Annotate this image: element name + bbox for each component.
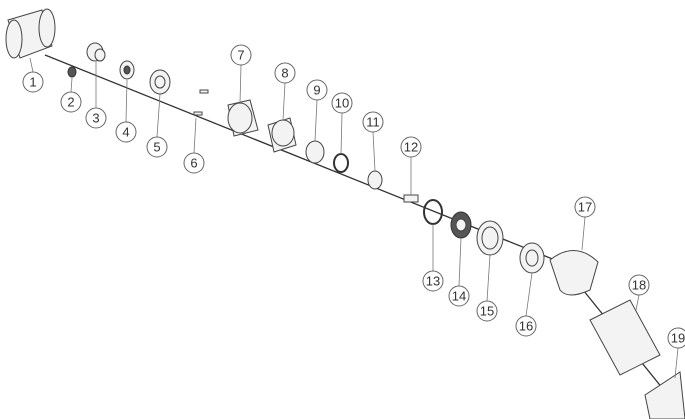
callout-5: 5 bbox=[146, 93, 168, 158]
leader-line bbox=[674, 347, 679, 379]
part-3-cap bbox=[86, 42, 106, 62]
callout-11: 11 bbox=[362, 111, 384, 172]
assembly-axis bbox=[44, 54, 681, 411]
callout-number: 1 bbox=[29, 75, 36, 90]
callout-circle bbox=[183, 152, 205, 174]
callout-circle bbox=[400, 136, 422, 158]
callout-number: 14 bbox=[452, 289, 466, 304]
callout-number: 4 bbox=[122, 125, 129, 140]
callout-16: 16 bbox=[515, 272, 537, 337]
leader-line bbox=[314, 99, 318, 142]
callout-1: 1 bbox=[22, 57, 44, 93]
callout-number: 15 bbox=[480, 304, 494, 319]
leader-line bbox=[372, 131, 376, 172]
leader-line bbox=[486, 254, 491, 302]
callout-number: 8 bbox=[281, 66, 288, 81]
callout-circle bbox=[306, 79, 328, 101]
part-12-shaft bbox=[403, 194, 419, 203]
leader-line bbox=[193, 117, 197, 154]
callout-circle bbox=[230, 44, 252, 66]
callout-number: 10 bbox=[335, 96, 349, 111]
callout-number: 6 bbox=[190, 156, 197, 171]
part-1-housing bbox=[5, 8, 56, 59]
part-13-oring bbox=[423, 199, 443, 225]
part-18-cylinder bbox=[589, 299, 661, 376]
parts bbox=[5, 8, 685, 419]
callout-circle bbox=[115, 121, 137, 143]
callout-15: 15 bbox=[476, 254, 498, 322]
callout-number: 17 bbox=[578, 200, 592, 215]
callout-number: 13 bbox=[426, 274, 440, 289]
part-19-end bbox=[644, 371, 685, 419]
part-10-oring bbox=[333, 153, 349, 173]
callout-8: 8 bbox=[274, 62, 296, 121]
callout-circle bbox=[628, 274, 650, 296]
leader-line bbox=[635, 294, 640, 311]
callout-circle bbox=[574, 196, 596, 218]
callout-12: 12 bbox=[400, 136, 422, 195]
callout-10: 10 bbox=[331, 92, 353, 155]
callout-number: 7 bbox=[237, 48, 244, 63]
leader-line bbox=[581, 216, 586, 251]
part-4-bearing bbox=[119, 60, 135, 80]
part-6-pins bbox=[193, 89, 209, 116]
callout-number: 3 bbox=[92, 111, 99, 126]
callout-number: 12 bbox=[404, 140, 418, 155]
callout-19: 19 bbox=[667, 327, 685, 379]
part-11-ring bbox=[367, 170, 383, 190]
callout-number: 18 bbox=[632, 278, 646, 293]
callout-circle bbox=[515, 315, 537, 337]
leader-line bbox=[340, 112, 343, 155]
callout-circle bbox=[331, 92, 353, 114]
leader-line bbox=[525, 272, 533, 317]
callout-17: 17 bbox=[574, 196, 596, 251]
callout-circle bbox=[60, 91, 82, 113]
callout-4: 4 bbox=[115, 79, 137, 143]
callout-number: 16 bbox=[519, 319, 533, 334]
part-16-flange bbox=[519, 242, 545, 274]
leader-line bbox=[156, 93, 161, 138]
leader-line bbox=[125, 79, 128, 123]
leader-line bbox=[282, 82, 286, 121]
callout-7: 7 bbox=[230, 44, 252, 104]
callout-circle bbox=[362, 111, 384, 133]
callout-number: 5 bbox=[153, 140, 160, 155]
part-17-elbow bbox=[549, 250, 599, 296]
callout-3: 3 bbox=[85, 62, 107, 129]
callout-circle bbox=[422, 270, 444, 292]
callout-circle bbox=[476, 300, 498, 322]
callout-circle bbox=[448, 285, 470, 307]
part-15-ring bbox=[476, 220, 504, 256]
callout-13: 13 bbox=[422, 224, 444, 292]
callout-number: 9 bbox=[313, 83, 320, 98]
callout-2: 2 bbox=[60, 77, 82, 113]
callout-circle bbox=[85, 107, 107, 129]
leader-line bbox=[239, 64, 242, 104]
callout-circle bbox=[274, 62, 296, 84]
callout-circle bbox=[146, 136, 168, 158]
part-2-nut bbox=[67, 66, 77, 78]
callout-14: 14 bbox=[448, 237, 470, 307]
callout-number: 2 bbox=[67, 95, 74, 110]
part-14-seal bbox=[450, 211, 472, 239]
leader-line bbox=[70, 77, 73, 93]
callout-number: 11 bbox=[366, 115, 380, 130]
leader-line bbox=[458, 237, 462, 287]
part-9-bushing bbox=[305, 140, 325, 164]
callout-circle bbox=[22, 71, 44, 93]
part-5-flange bbox=[149, 69, 171, 95]
callout-6: 6 bbox=[183, 117, 205, 174]
callout-9: 9 bbox=[306, 79, 328, 142]
callout-18: 18 bbox=[628, 274, 650, 311]
callout-number: 19 bbox=[671, 331, 685, 346]
callout-circle bbox=[667, 327, 685, 349]
part-7-body bbox=[227, 99, 259, 137]
leader-line bbox=[29, 57, 34, 73]
